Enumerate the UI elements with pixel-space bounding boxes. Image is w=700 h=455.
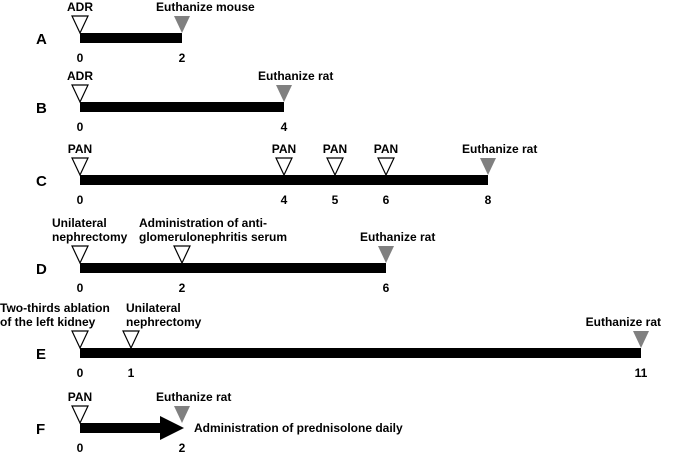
timeline-bar	[80, 263, 386, 273]
euthanize-marker-icon	[174, 16, 190, 33]
treatment-note: Administration of prednisolone daily	[194, 421, 403, 435]
euthanize-label: Euthanize rat	[360, 230, 435, 244]
day-tick-label: 0	[77, 281, 84, 295]
day-tick-label: 2	[179, 441, 186, 455]
treatment-marker-icon	[71, 405, 89, 425]
treatment-label: glomerulonephritis serum	[139, 230, 287, 244]
treatment-label: PAN	[374, 142, 398, 156]
treatment-label: Unilateral	[126, 301, 181, 315]
euthanize-marker-icon	[174, 406, 190, 423]
timeline-bar	[80, 348, 641, 358]
row-label: B	[36, 100, 47, 117]
row-label: C	[36, 173, 47, 190]
day-tick-label: 5	[332, 193, 339, 207]
treatment-marker-icon	[71, 15, 89, 35]
treatment-label: nephrectomy	[126, 315, 202, 329]
treatment-marker-icon	[71, 330, 89, 350]
treatment-label: Administration of anti-	[139, 216, 267, 230]
day-tick-label: 0	[77, 366, 84, 380]
timeline-bar	[80, 102, 284, 112]
timeline-row-c: C 0 4 5 6 8 PAN PAN PAN PAN Euthanize rat	[36, 142, 537, 207]
day-tick-label: 4	[281, 193, 288, 207]
treatment-marker-icon	[326, 157, 344, 177]
euthanize-label: Euthanize mouse	[156, 0, 255, 14]
euthanize-marker-icon	[480, 158, 496, 175]
treatment-label: PAN	[68, 390, 92, 404]
treatment-marker-icon	[71, 245, 89, 265]
row-label: A	[36, 31, 47, 48]
treatment-label: PAN	[272, 142, 296, 156]
day-tick-label: 0	[77, 120, 84, 134]
treatment-label: of the left kidney	[0, 315, 96, 329]
timeline-bar	[80, 33, 182, 43]
euthanize-marker-icon	[633, 331, 649, 348]
day-tick-label: 0	[77, 193, 84, 207]
timeline-bar	[80, 423, 160, 433]
treatment-label: Unilateral	[52, 216, 107, 230]
day-tick-label: 2	[179, 281, 186, 295]
day-tick-label: 6	[383, 193, 390, 207]
euthanize-label: Euthanize rat	[462, 142, 537, 156]
timeline-row-a: A 0 2 ADR Euthanize mouse	[36, 0, 255, 65]
day-tick-label: 0	[77, 51, 84, 65]
day-tick-label: 1	[128, 366, 135, 380]
day-tick-label: 0	[77, 441, 84, 455]
day-tick-label: 11	[635, 366, 648, 380]
treatment-marker-icon	[71, 84, 89, 104]
treatment-marker-icon	[122, 330, 140, 350]
treatment-marker-icon	[377, 157, 395, 177]
treatment-label: PAN	[68, 142, 92, 156]
timeline-row-b: B 0 4 ADR Euthanize rat	[36, 69, 333, 134]
day-tick-label: 6	[383, 281, 390, 295]
treatment-label: nephrectomy	[52, 230, 128, 244]
row-label: E	[36, 346, 46, 363]
euthanize-label: Euthanize rat	[258, 69, 333, 83]
euthanize-marker-icon	[276, 85, 292, 102]
row-label: F	[36, 421, 45, 438]
day-tick-label: 2	[179, 51, 186, 65]
treatment-marker-icon	[173, 245, 191, 265]
arrowhead-icon	[160, 416, 184, 440]
euthanize-label: Euthanize rat	[156, 390, 231, 404]
treatment-label: ADR	[67, 0, 93, 14]
row-label: D	[36, 261, 47, 278]
treatment-label: ADR	[67, 69, 93, 83]
euthanize-label: Euthanize rat	[586, 315, 661, 329]
day-tick-label: 4	[281, 120, 288, 134]
treatment-marker-icon	[275, 157, 293, 177]
treatment-label: PAN	[323, 142, 347, 156]
timeline-bar	[80, 175, 488, 185]
euthanize-marker-icon	[378, 246, 394, 263]
treatment-label: Two-thirds ablation	[0, 301, 110, 315]
day-tick-label: 8	[485, 193, 492, 207]
treatment-marker-icon	[71, 157, 89, 177]
